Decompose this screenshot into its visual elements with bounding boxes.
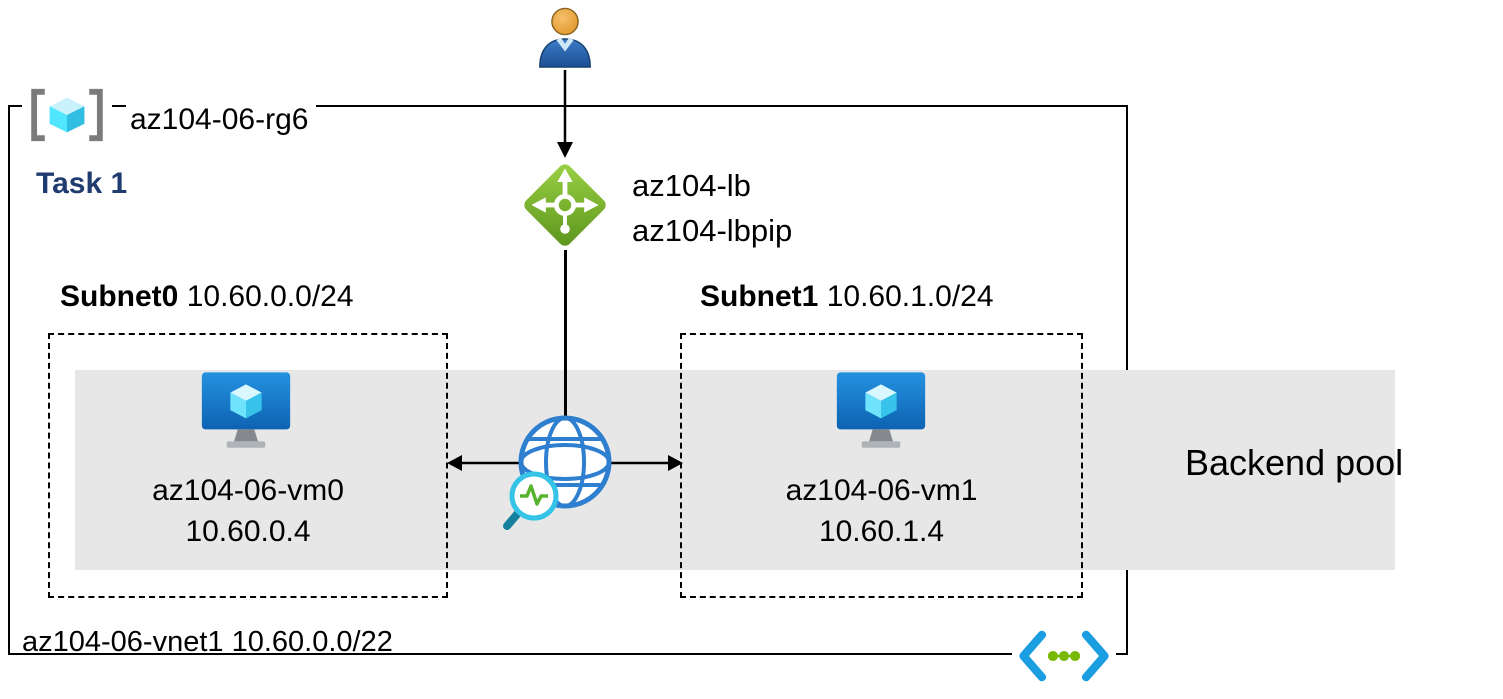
subnet0-label: Subnet0 10.60.0.0/24 <box>60 280 354 314</box>
vm1-ip: 10.60.1.4 <box>818 515 945 548</box>
probe-globe-icon <box>503 412 619 532</box>
task-label: Task 1 <box>36 167 128 200</box>
vm0-name: az104-06-vm0 <box>152 474 344 507</box>
connector-lb-to-probe <box>564 250 567 430</box>
load-balancer-labels: az104-lb az104-lbpip <box>632 163 792 253</box>
vm1-name: az104-06-vm1 <box>785 474 978 507</box>
subnet1-name: Subnet1 <box>700 280 819 313</box>
load-balancer-name: az104-lb <box>632 168 751 203</box>
resource-group-icon <box>22 84 112 146</box>
vm1-icon <box>835 370 927 452</box>
backend-pool-label: Backend pool <box>1185 442 1404 483</box>
vm0-ip: 10.60.0.4 <box>185 515 311 548</box>
user-icon <box>534 5 596 69</box>
subnet0-cidr: 10.60.0.0/24 <box>186 280 354 313</box>
resource-group-label: az104-06-rg6 <box>126 103 317 139</box>
vm0-icon <box>200 370 292 452</box>
load-balancer-icon <box>517 157 613 253</box>
vm1-label-block: az104-06-vm1 10.60.1.4 <box>680 470 1083 552</box>
subnet1-box <box>680 333 1083 598</box>
subnet1-label: Subnet1 10.60.1.0/24 <box>700 280 994 314</box>
vm0-label-block: az104-06-vm0 10.60.0.4 <box>48 470 448 552</box>
subnet1-cidr: 10.60.1.0/24 <box>826 280 994 313</box>
vnet-label: az104-06-vnet1 10.60.0.0/22 <box>22 626 393 658</box>
arrow-user-to-lb <box>557 70 573 158</box>
virtual-network-icon <box>1012 629 1116 683</box>
load-balancer-pip: az104-lbpip <box>632 213 793 248</box>
backend-pool-band <box>75 370 1395 570</box>
subnet0-name: Subnet0 <box>60 280 179 313</box>
subnet0-box <box>48 333 448 598</box>
